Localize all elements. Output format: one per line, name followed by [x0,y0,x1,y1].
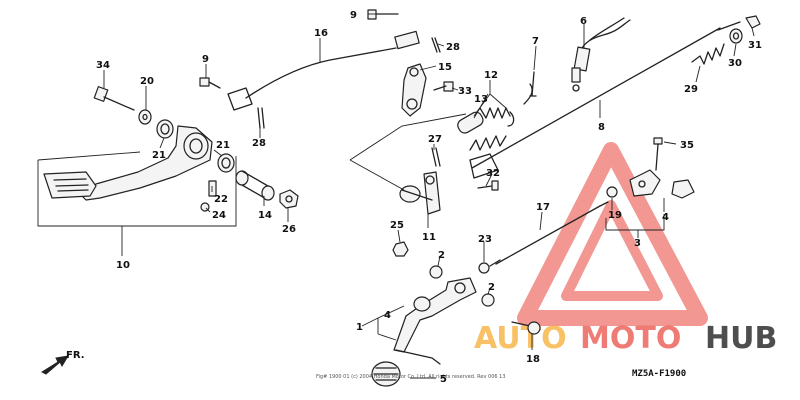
dust-seal-left [156,119,174,139]
group-bracket-3 [605,214,665,231]
brake-arm-15 [401,63,427,117]
callout-2-upper[interactable]: 2 [438,250,445,261]
watermark [517,142,708,326]
nut-23 [478,262,490,274]
brake-rod [227,30,420,111]
sleeve-30 [729,28,743,44]
brake-light-switch [571,17,631,92]
return-spring-group [457,83,533,151]
callout-24[interactable]: 24 [212,210,226,221]
callout-31[interactable]: 31 [748,40,762,51]
callout-numbers: 1 2 2 3 4 4 5 6 7 8 9 9 10 11 12 13 14 1… [96,10,762,385]
callout-29[interactable]: 29 [684,84,698,95]
callout-20[interactable]: 20 [140,76,154,87]
watermark-brand-text: AUTO MOTO HUB [474,321,777,356]
callout-25[interactable]: 25 [390,220,404,231]
group-bracket-10 [37,156,237,227]
brake-link-11 [399,171,441,215]
brake-cable [469,21,741,179]
joint-4 [671,179,695,199]
callout-21-left[interactable]: 21 [152,150,166,161]
callout-26[interactable]: 26 [282,224,296,235]
fine-print: Fig# 1900 01 (c) 2004 Honda Motor Co. Lt… [316,374,506,380]
cotter-pin-28-lower [257,107,265,129]
cotter-pin-28-upper [431,37,441,53]
callout-2-lower[interactable]: 2 [488,282,495,293]
callout-21-right[interactable]: 21 [216,140,230,151]
watermark-triangle-inner [561,200,663,301]
callout-14[interactable]: 14 [258,210,272,221]
callout-4-left[interactable]: 4 [384,310,391,321]
callout-34[interactable]: 34 [96,60,110,71]
nut-25 [392,241,409,257]
callout-9-top[interactable]: 9 [350,10,357,21]
callout-28-upper[interactable]: 28 [446,42,460,53]
brake-pedal-assembly [37,86,299,256]
callout-11[interactable]: 11 [422,232,436,243]
bolt-32 [477,180,499,191]
direction-label: FR. [66,350,85,361]
leader-lines [103,13,755,379]
pin-27 [431,147,441,167]
callout-35[interactable]: 35 [680,140,694,151]
watermark-brand-auto: AUTO [474,321,567,356]
callout-7[interactable]: 7 [532,36,539,47]
pivot-bolt [93,86,135,111]
callout-10[interactable]: 10 [116,260,130,271]
nut-26 [279,189,299,209]
shift-rod-17 [489,201,609,267]
brake-pedal [79,125,213,201]
callout-22[interactable]: 22 [214,194,228,205]
spring-29 [691,43,725,65]
callout-23[interactable]: 23 [478,234,492,245]
gearshift-pedal [371,262,495,387]
callout-6[interactable]: 6 [580,16,587,27]
callout-9-left[interactable]: 9 [202,54,209,65]
callout-27[interactable]: 27 [428,134,442,145]
callout-13[interactable]: 13 [474,94,488,105]
bolt-9-top [367,9,399,20]
pivot-collar [235,170,275,201]
spring-7 [529,71,537,97]
shift-pedal-rubber [371,361,401,387]
callout-1[interactable]: 1 [356,322,363,333]
watermark-brand-moto: MOTO [580,321,681,356]
callout-4-right[interactable]: 4 [662,212,669,223]
callout-19[interactable]: 19 [608,210,622,221]
callout-33[interactable]: 33 [458,86,472,97]
callout-28-lower[interactable]: 28 [252,138,266,149]
watermark-brand-hub: HUB [705,321,777,356]
callout-30[interactable]: 30 [728,58,742,69]
washer-2-lower [481,293,495,307]
clamp-3 [629,169,661,197]
front-direction-arrow-icon: FR. [40,350,85,375]
callout-16[interactable]: 16 [314,28,328,39]
callout-5[interactable]: 5 [440,374,447,385]
bolt-22 [208,180,217,197]
bolt-18 [511,321,541,335]
callout-12[interactable]: 12 [484,70,498,81]
bolt-9-left [199,77,221,89]
diagram-code: MZ5A-F1900 [632,369,686,379]
callout-32[interactable]: 32 [486,168,500,179]
group-bracket-11 [349,113,467,161]
washer-20 [138,109,152,125]
nut-2-upper [429,265,443,279]
callout-17[interactable]: 17 [536,202,550,213]
bolt-33 [433,81,454,92]
callout-15[interactable]: 15 [438,62,452,73]
dust-seal-right [217,153,235,173]
bolt-35 [653,137,663,171]
callout-18[interactable]: 18 [526,354,540,365]
watermark-triangle-outer [517,142,708,326]
boot-31 [745,15,761,29]
callout-3[interactable]: 3 [634,238,641,249]
group-bracket-1 [361,305,405,327]
nut-19 [606,186,618,198]
callout-8[interactable]: 8 [598,122,605,133]
